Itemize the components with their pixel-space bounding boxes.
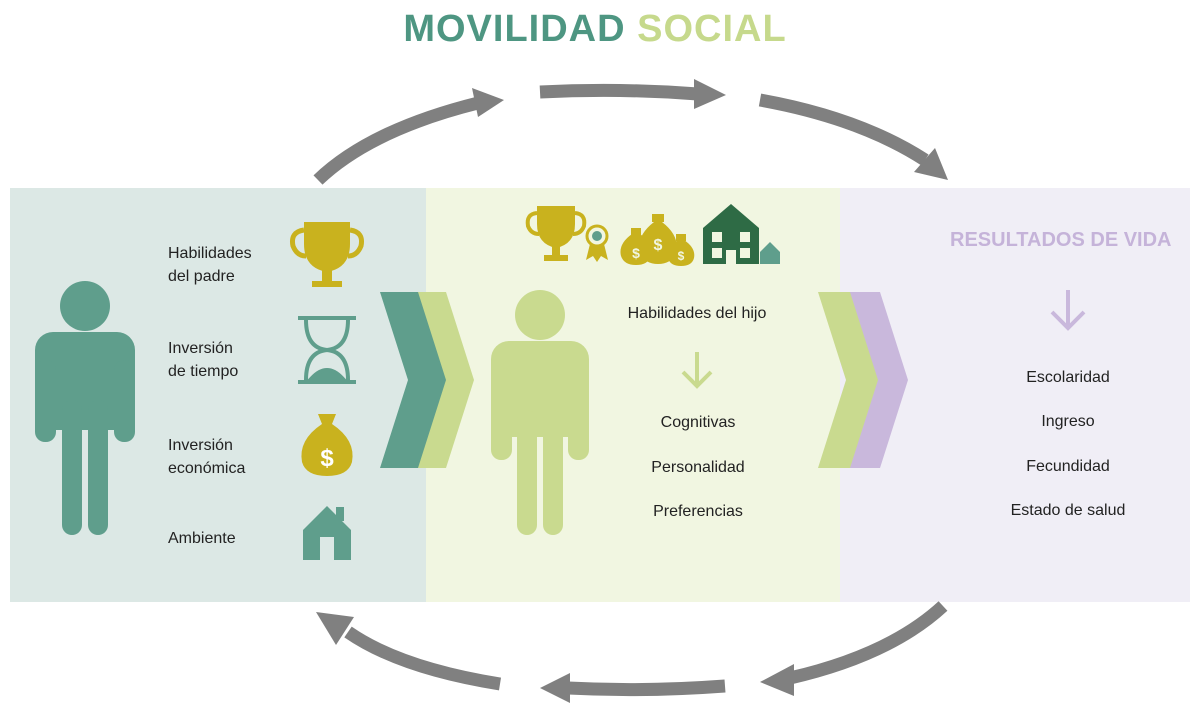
parent-item-economic-investment: Inversión económica	[168, 437, 246, 477]
parent-item-time-investment: Inversión de tiempo	[168, 340, 239, 380]
building-icon	[703, 204, 780, 264]
svg-text:$: $	[678, 249, 685, 263]
cycle-arrow-top-middle	[539, 79, 726, 109]
parent-person-figure	[35, 281, 135, 535]
child-item-personality: Personalidad	[651, 459, 745, 476]
cycle-arrow-bottom-middle	[540, 673, 726, 703]
result-item-income: Ingreso	[1041, 413, 1095, 430]
child-skills-heading: Habilidades del hijo	[627, 305, 767, 322]
child-item-cognitive: Cognitivas	[660, 414, 736, 431]
result-item-schooling: Escolaridad	[1026, 369, 1110, 386]
svg-text:$: $	[320, 445, 334, 472]
result-item-health: Estado de salud	[1010, 502, 1126, 519]
money-bag-icon: $	[301, 414, 353, 476]
chevron-child-to-results	[818, 292, 908, 468]
result-item-fertility: Fecundidad	[1026, 458, 1110, 475]
child-item-preferences: Preferencias	[653, 503, 743, 520]
arrow-down-icon	[681, 352, 713, 389]
cycle-arrows	[313, 79, 948, 703]
cycle-arrow-bottom-left	[316, 612, 502, 691]
cycle-arrow-top-left	[313, 88, 504, 185]
house-icon	[303, 506, 351, 560]
parent-item-environment: Ambiente	[168, 530, 236, 547]
cycle-arrow-bottom-right	[760, 601, 948, 696]
title-part2: SOCIAL	[637, 8, 787, 50]
medal-icon	[585, 224, 609, 262]
money-bags-icon: $ $ $	[620, 214, 695, 266]
chevron-parent-to-child	[380, 292, 474, 468]
trophy-icon	[525, 206, 587, 261]
child-person-figure	[491, 290, 589, 535]
title-part1: MOVILIDAD	[403, 8, 626, 50]
hourglass-icon	[298, 316, 356, 384]
arrow-down-icon	[1050, 290, 1086, 331]
diagram-title: MOVILIDAD SOCIAL	[0, 8, 1190, 51]
svg-text:$: $	[632, 245, 640, 261]
results-title: RESULTADOS DE VIDA	[950, 229, 1172, 251]
trophy-icon	[290, 222, 364, 287]
parent-item-skills: Habilidades del padre	[168, 245, 252, 285]
cycle-arrow-top-right	[758, 93, 948, 180]
svg-text:$: $	[654, 237, 663, 254]
